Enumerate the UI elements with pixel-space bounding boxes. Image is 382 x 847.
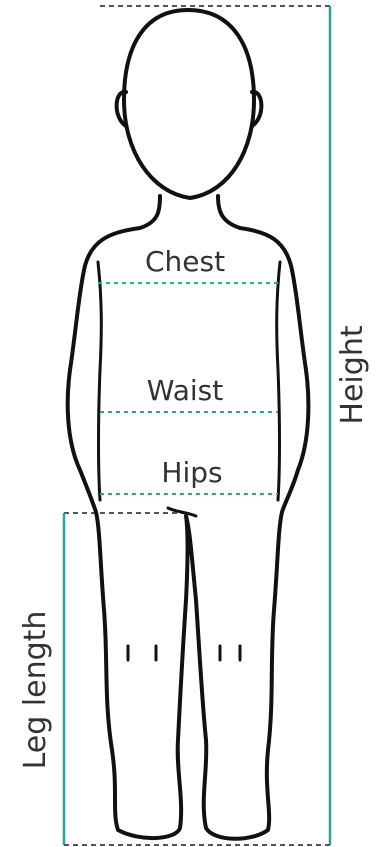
left-arm-inner bbox=[98, 262, 101, 500]
body bbox=[68, 196, 309, 839]
chest-label: Chest bbox=[145, 245, 225, 278]
head bbox=[124, 10, 254, 198]
waist-label: Waist bbox=[147, 374, 223, 407]
leg-length-measurement: Leg length bbox=[18, 513, 330, 845]
waist-measurement: Waist bbox=[100, 374, 278, 412]
chest-measurement: Chest bbox=[98, 245, 280, 283]
height-label: Height bbox=[335, 325, 370, 424]
hips-measurement: Hips bbox=[100, 456, 278, 494]
right-arm-inner bbox=[277, 262, 280, 500]
height-measurement: Height bbox=[100, 6, 370, 845]
hips-label: Hips bbox=[161, 456, 222, 489]
leg-length-label: Leg length bbox=[18, 611, 53, 770]
child-figure bbox=[68, 10, 309, 839]
